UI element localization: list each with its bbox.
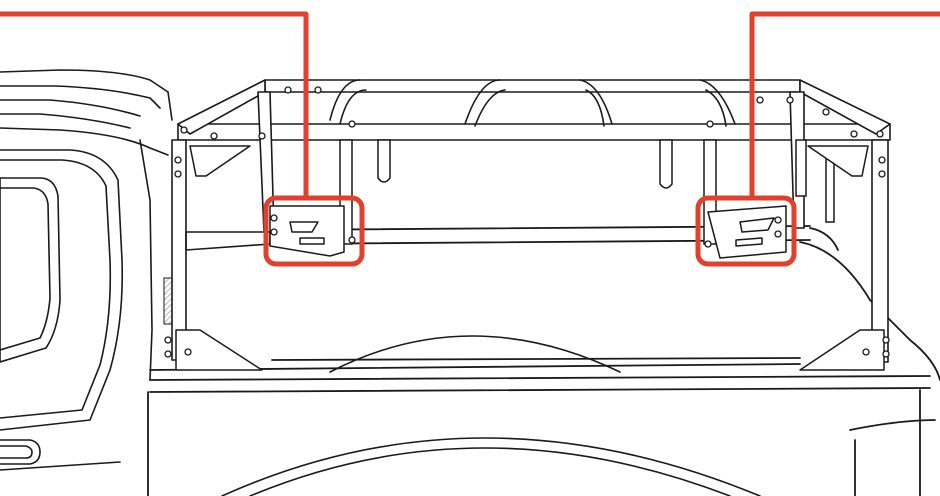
wheel-well bbox=[221, 335, 761, 496]
truck-bed bbox=[147, 225, 940, 496]
right-mid-bracket bbox=[707, 205, 787, 259]
rear-window bbox=[0, 177, 61, 363]
rack-hoops bbox=[329, 79, 736, 127]
truck-cab bbox=[0, 69, 173, 431]
left-mid-bracket bbox=[269, 205, 345, 257]
corner-gussets bbox=[175, 145, 885, 371]
right-bracket-callout bbox=[695, 11, 940, 267]
bolt-heads bbox=[164, 86, 890, 358]
left-bracket-callout bbox=[0, 11, 365, 267]
rack-frame bbox=[171, 79, 891, 363]
cab-side-panel bbox=[0, 139, 153, 471]
